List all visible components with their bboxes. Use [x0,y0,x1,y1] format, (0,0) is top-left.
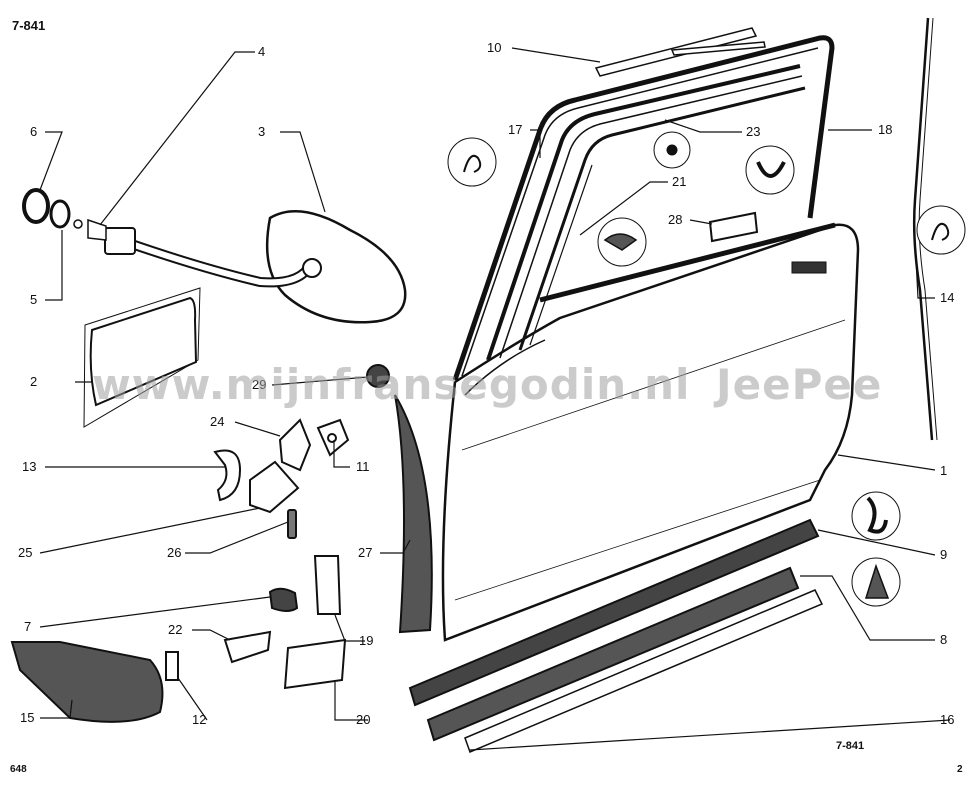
callout-26: 26 [167,545,181,560]
callout-8: 8 [940,632,947,647]
callout-5: 5 [30,292,37,307]
callout-19: 19 [359,633,373,648]
mirror-assembly [22,188,407,324]
callout-1: 1 [940,463,947,478]
callout-4: 4 [258,44,265,59]
sill-strip-middle [426,566,800,742]
callout-3: 3 [258,124,265,139]
callout-28: 28 [668,212,682,227]
callout-13: 13 [22,459,36,474]
page-number-right: 2 [957,764,963,775]
watermark-site: www.mijnfransegodin.nl [92,360,691,409]
trim-strip [594,27,766,77]
callout-2: 2 [30,374,37,389]
callout-18: 18 [878,122,892,137]
door-card-panel [83,287,201,428]
callout-23: 23 [746,124,760,139]
callout-11: 11 [356,459,370,474]
callout-14: 14 [940,290,954,305]
callout-15: 15 [20,710,34,725]
callout-24: 24 [210,414,224,429]
callout-20: 20 [356,712,370,727]
reference-code-top: 7-841 [12,18,46,33]
leader-lines [39,47,951,751]
callout-27: 27 [358,545,372,560]
detail-circles [447,131,966,607]
small-parts [10,211,759,723]
page-number-left: 648 [10,764,27,775]
callout-21: 21 [672,174,686,189]
callout-22: 22 [168,622,182,637]
reference-code-bottom: 7-841 [836,740,865,752]
callout-17: 17 [508,122,522,137]
callout-7: 7 [24,619,31,634]
callout-29: 29 [252,377,266,392]
callout-9: 9 [940,547,947,562]
callout-6: 6 [30,124,37,139]
callout-16: 16 [940,712,954,727]
callout-labels: 1 2 3 4 5 6 7 8 9 10 11 12 13 14 15 16 1… [18,40,954,727]
sill-strip-upper [408,518,820,707]
door-shell [441,222,860,642]
callout-25: 25 [18,545,32,560]
window-frame [452,35,835,381]
front-seal [394,394,433,634]
callout-12: 12 [192,712,206,727]
sill-strip-lower [464,589,824,753]
watermark-name: JeePee [716,360,883,409]
callout-10: 10 [487,40,501,55]
